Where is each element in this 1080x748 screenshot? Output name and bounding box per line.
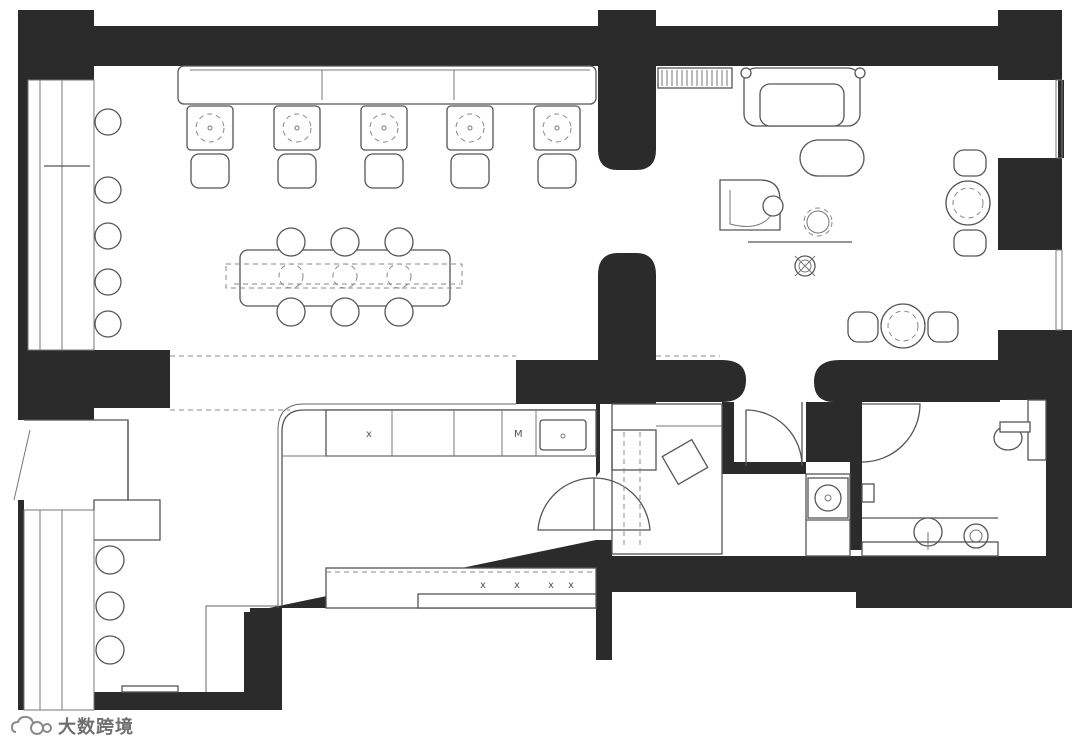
entrance-steps xyxy=(13,419,161,541)
wall-right-mid xyxy=(998,158,1062,250)
wall-left-mid xyxy=(18,350,170,420)
chair-office xyxy=(661,438,709,486)
wall-bottom-left xyxy=(94,692,244,710)
swing-door-kitchen xyxy=(537,477,651,531)
window-left-upper xyxy=(27,79,95,351)
square-table xyxy=(186,105,234,151)
bench-seat xyxy=(177,65,597,105)
long-table-stools xyxy=(276,227,414,327)
wall-bottom xyxy=(244,540,998,710)
wall-right-lower xyxy=(998,330,1072,608)
chair xyxy=(277,153,317,189)
bathroom-large xyxy=(861,403,999,557)
sink xyxy=(539,419,587,451)
fridge-mark: M xyxy=(514,429,523,440)
stool xyxy=(330,227,360,257)
table-center xyxy=(467,125,473,131)
wall-right-upper xyxy=(1058,80,1064,158)
square-table xyxy=(360,105,408,151)
wall-door-jamb xyxy=(722,402,734,464)
wall-left-lower xyxy=(18,500,24,710)
floor-lamp xyxy=(794,255,816,277)
stool xyxy=(95,635,125,665)
windows xyxy=(23,79,1063,711)
wall-left-upper xyxy=(18,80,28,350)
window-right-lower xyxy=(1055,249,1063,331)
table-center xyxy=(207,125,213,131)
sofa xyxy=(740,67,866,127)
wall-center-pillar xyxy=(516,253,746,478)
drain xyxy=(963,523,989,549)
table-top xyxy=(542,113,572,143)
cabinet-mark: x xyxy=(568,580,574,591)
round-table-right xyxy=(945,149,991,257)
stool xyxy=(94,310,122,338)
square-table xyxy=(446,105,494,151)
cabinet-mark: x xyxy=(480,580,486,591)
stool-under xyxy=(386,263,412,289)
radiator xyxy=(657,67,733,89)
bathroom-small xyxy=(805,473,851,557)
wall-kitchen-bottom xyxy=(250,608,282,710)
stool xyxy=(94,268,122,296)
stool xyxy=(94,222,122,250)
table-top xyxy=(282,113,312,143)
table-center xyxy=(294,125,300,131)
stool xyxy=(384,227,414,257)
stool-under xyxy=(332,263,358,289)
bench-tables xyxy=(186,105,581,189)
mat xyxy=(121,685,179,693)
toilet xyxy=(993,399,1047,461)
stool xyxy=(94,108,122,136)
watermark-text: 大数跨境 xyxy=(58,717,134,738)
cabinet-mark: x xyxy=(366,429,372,440)
stool xyxy=(94,176,122,204)
stool xyxy=(276,227,306,257)
table-top xyxy=(195,113,225,143)
lower-stools xyxy=(95,545,125,665)
stool xyxy=(95,591,125,621)
washbasin xyxy=(814,484,842,512)
coffee-table xyxy=(799,139,865,177)
window-left-lower xyxy=(23,509,95,711)
square-table xyxy=(533,105,581,151)
cabinet-mark: x xyxy=(514,580,520,591)
kitchen-counter-lower: x x x x xyxy=(205,567,597,692)
table-center xyxy=(381,125,387,131)
wall-door-base xyxy=(722,462,806,474)
stool xyxy=(276,297,306,327)
watermark: 大数跨境 xyxy=(10,712,134,740)
square-table xyxy=(273,105,321,151)
round-table-center xyxy=(847,303,959,349)
stool-under xyxy=(278,263,304,289)
chair xyxy=(364,153,404,189)
stool xyxy=(330,297,360,327)
wall-right-partition xyxy=(806,360,1000,550)
armchair xyxy=(719,179,852,243)
table-top xyxy=(369,113,399,143)
swing-door-right xyxy=(745,402,803,467)
cloud-logo-icon xyxy=(10,715,52,735)
table-center xyxy=(554,125,560,131)
wall-top xyxy=(18,10,1062,170)
window-right-upper xyxy=(1055,79,1063,159)
cabinet-mark: x xyxy=(548,580,554,591)
storage-room xyxy=(611,403,723,555)
chair xyxy=(190,153,230,189)
chair xyxy=(450,153,490,189)
stool xyxy=(95,545,125,575)
table-top xyxy=(455,113,485,143)
window-stools xyxy=(94,108,122,338)
chair xyxy=(537,153,577,189)
stool xyxy=(384,297,414,327)
